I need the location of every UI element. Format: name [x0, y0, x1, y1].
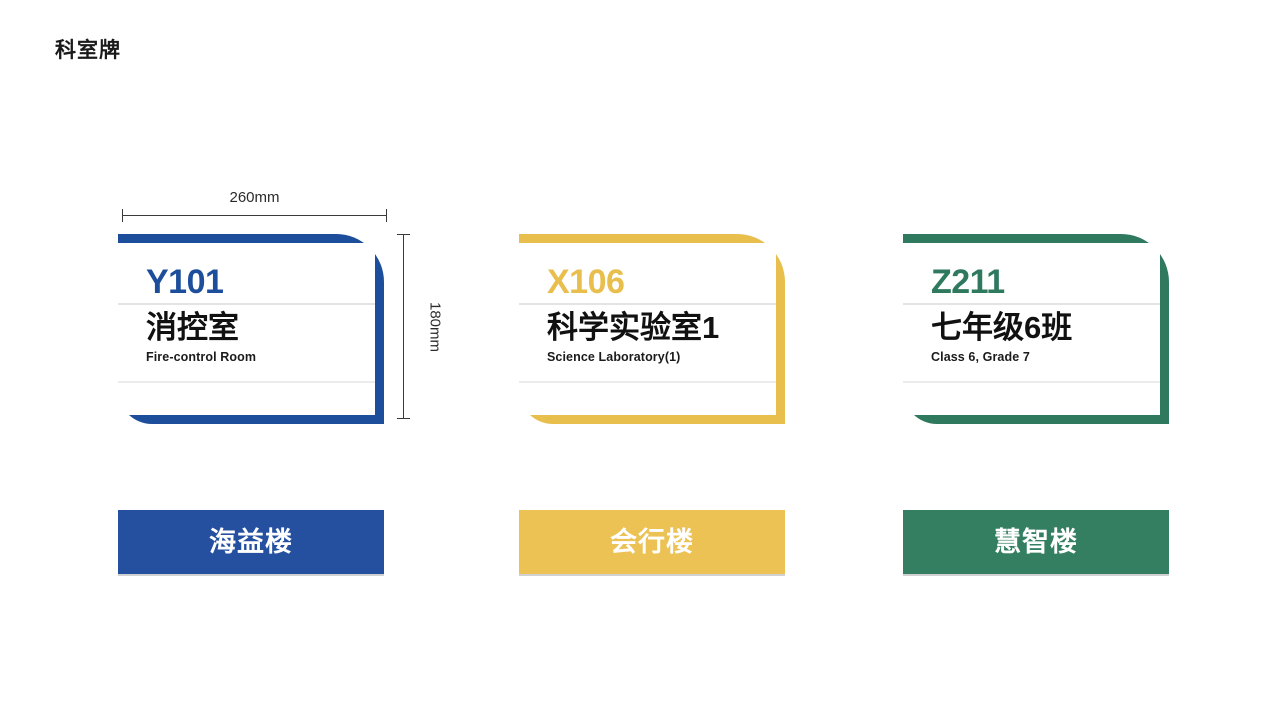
- building-plate: 会行楼: [519, 510, 785, 574]
- room-sign: X106 科学实验室1 Science Laboratory(1): [519, 234, 785, 424]
- height-dimension-label: 180mm: [426, 301, 444, 352]
- width-dimension-tick-right: [386, 209, 387, 222]
- sign-room-code: X106: [547, 263, 625, 301]
- sign-content: Y101 消控室 Fire-control Room: [118, 243, 375, 415]
- width-dimension: 260mm: [122, 190, 387, 224]
- height-dimension-line: [403, 234, 404, 419]
- sign-room-name-en: Science Laboratory(1): [547, 350, 681, 364]
- height-dimension-tick-top: [397, 234, 410, 235]
- sign-room-name-cn: 科学实验室1: [547, 310, 720, 345]
- building-plate: 慧智楼: [903, 510, 1169, 574]
- sign-room-name-cn: 消控室: [146, 310, 239, 345]
- sign-code-row: Z211: [903, 243, 1160, 305]
- sign-room-code: Z211: [931, 263, 1005, 301]
- sign-room-name-en: Fire-control Room: [146, 350, 257, 364]
- width-dimension-tick-left: [122, 209, 123, 222]
- room-sign: Z211 七年级6班 Class 6, Grade 7: [903, 234, 1169, 424]
- building-plate-label: 慧智楼: [994, 526, 1078, 557]
- sign-room-name-en: Class 6, Grade 7: [931, 350, 1030, 364]
- height-dimension-tick-bottom: [397, 418, 410, 419]
- width-dimension-label: 260mm: [229, 189, 280, 206]
- width-dimension-line: [122, 215, 387, 216]
- height-dimension: 180mm: [397, 234, 444, 419]
- sign-name-row: 消控室 Fire-control Room: [118, 305, 375, 383]
- building-plate-label: 会行楼: [610, 526, 694, 557]
- sign-content: X106 科学实验室1 Science Laboratory(1): [519, 243, 776, 415]
- room-sign: Y101 消控室 Fire-control Room: [118, 234, 384, 424]
- sign-code-row: Y101: [118, 243, 375, 305]
- page-title: 科室牌: [55, 39, 121, 62]
- building-plate: 海益楼: [118, 510, 384, 574]
- building-plate-label: 海益楼: [209, 526, 293, 557]
- sign-name-row: 科学实验室1 Science Laboratory(1): [519, 305, 776, 383]
- sign-room-code: Y101: [146, 263, 224, 301]
- sign-name-row: 七年级6班 Class 6, Grade 7: [903, 305, 1160, 383]
- sign-room-name-cn: 七年级6班: [931, 310, 1073, 345]
- sign-content: Z211 七年级6班 Class 6, Grade 7: [903, 243, 1160, 415]
- sign-code-row: X106: [519, 243, 776, 305]
